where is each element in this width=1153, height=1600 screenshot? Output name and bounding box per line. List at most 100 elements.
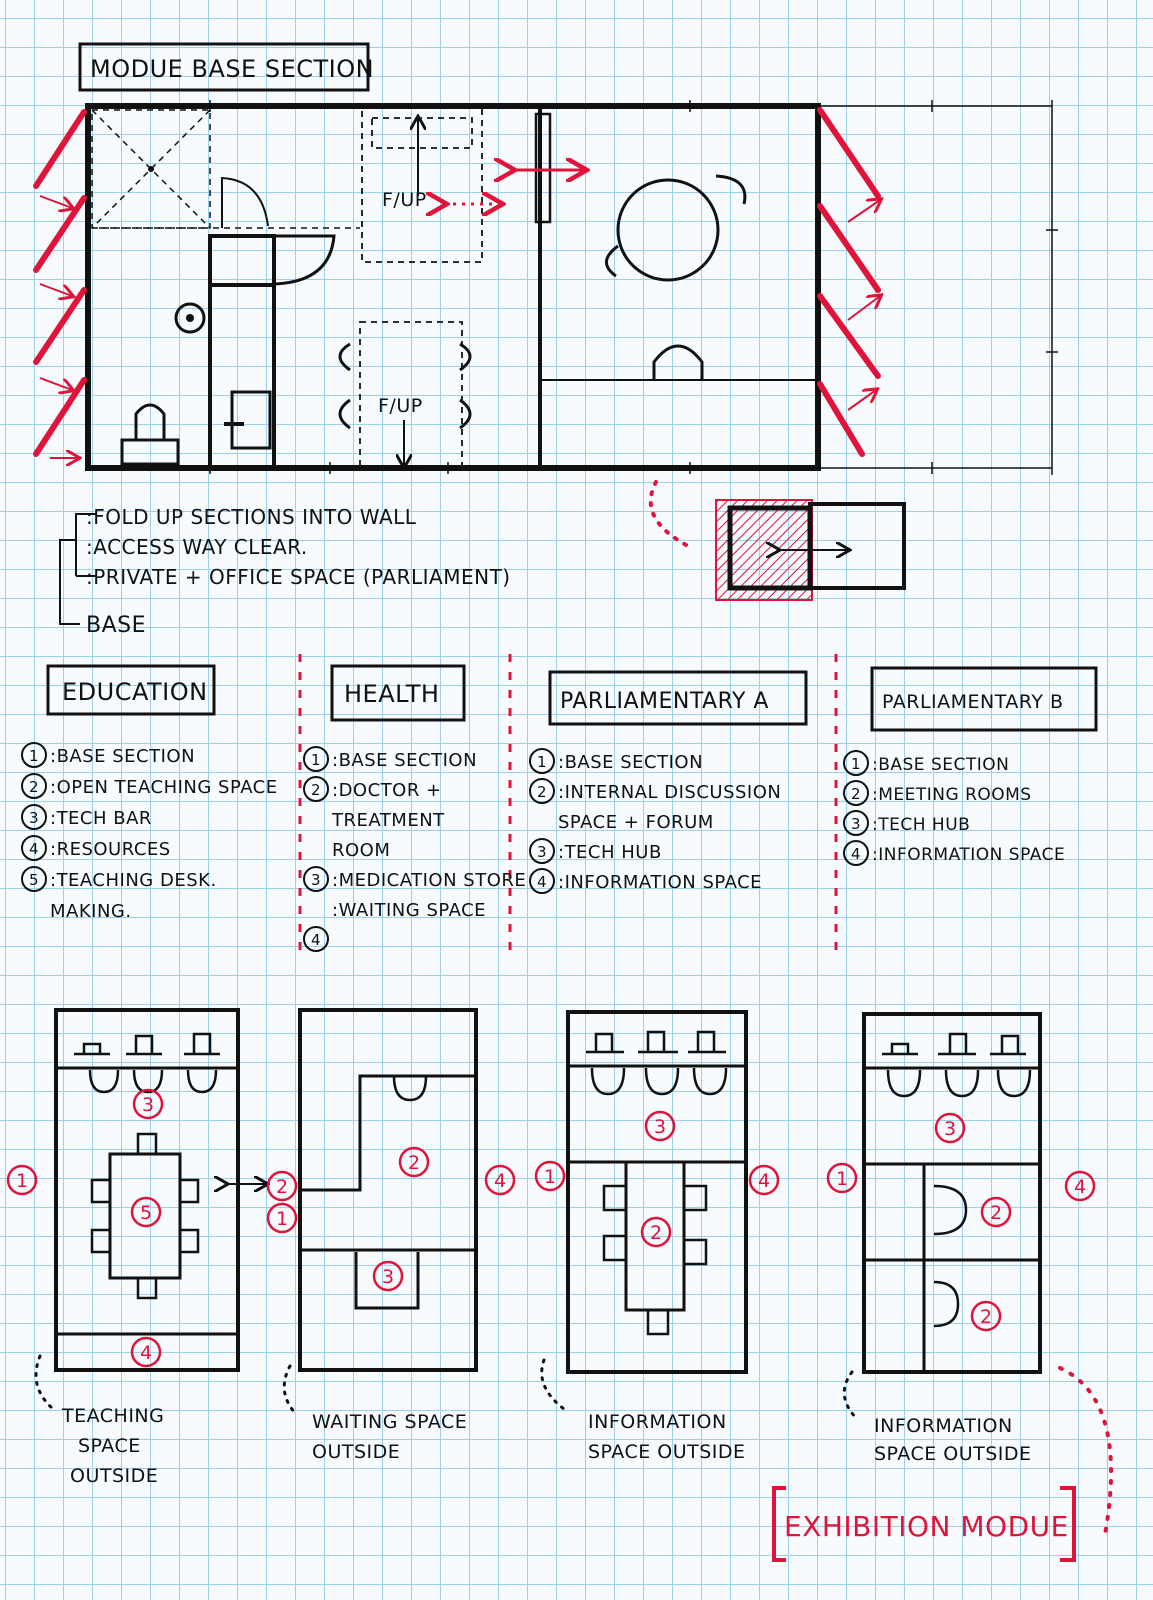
list-number: 2 <box>29 778 39 796</box>
list-number: 4 <box>851 845 861 863</box>
plan-number-circle <box>826 1162 858 1194</box>
list-item: :INFORMATION SPACE <box>872 845 1065 865</box>
list-number: 4 <box>29 840 39 858</box>
plan-number: 1 <box>276 1208 288 1230</box>
base-notes: :FOLD UP SECTIONS INTO WALL :ACCESS WAY … <box>59 505 511 638</box>
plan-number-circle <box>266 1202 298 1234</box>
plan-number: 4 <box>758 1170 770 1192</box>
plan-number-circle <box>644 1110 676 1142</box>
list-item: :DOCTOR + <box>332 780 442 801</box>
list-number-circle <box>21 742 47 768</box>
list-item: :RESOURCES <box>50 839 171 860</box>
base-note-1: :FOLD UP SECTIONS INTO WALL <box>86 505 417 529</box>
list-item: :BASE SECTION <box>332 750 477 771</box>
plan-number-circle <box>266 1170 298 1202</box>
module-title-education: EDUCATION <box>62 678 208 706</box>
list-item: :TECH HUB <box>558 842 662 863</box>
list-number: 4 <box>311 931 321 949</box>
list-number: 3 <box>537 843 547 861</box>
list-number: 3 <box>851 815 861 833</box>
footer-title: EXHIBITION MODUE <box>784 1510 1069 1543</box>
plan-number-circle <box>398 1146 430 1178</box>
module-title-health: HEALTH <box>344 680 439 708</box>
plan-number: 1 <box>836 1168 848 1190</box>
sheet-title: MODUE BASE SECTION <box>90 55 374 83</box>
plan-health <box>298 1008 478 1372</box>
plan-number: 1 <box>16 1170 28 1192</box>
list-item: :INTERNAL DISCUSSION <box>558 782 781 803</box>
base-note-2: :ACCESS WAY CLEAR. <box>86 535 308 559</box>
list-number-circle <box>303 746 329 772</box>
list-number-circle <box>21 866 47 892</box>
list-item: :TECH BAR <box>50 808 152 829</box>
plan-number: 2 <box>990 1202 1002 1224</box>
plan-parliamentary-b <box>862 1012 1042 1374</box>
outside-arrows <box>34 1354 860 1422</box>
plan-number: 3 <box>142 1094 154 1116</box>
plan-number: 2 <box>980 1306 992 1328</box>
footer-title-box: EXHIBITION MODUE <box>772 1486 1076 1562</box>
plan-number: 1 <box>544 1166 556 1188</box>
list-number-circle <box>843 840 869 866</box>
plan-number-circle <box>934 1112 966 1144</box>
plan-number: 2 <box>650 1222 662 1244</box>
outside-caption-line: TEACHING <box>61 1405 164 1427</box>
list-item: :MEETING ROOMS <box>872 785 1032 805</box>
outside-caption-line: SPACE OUTSIDE <box>588 1441 746 1463</box>
plan-number-circle <box>132 1088 164 1120</box>
base-note-3: :PRIVATE + OFFICE SPACE (PARLIAMENT) <box>86 565 511 589</box>
plan-number-circle <box>484 1164 516 1196</box>
plan-number-circle <box>6 1164 38 1196</box>
module-extension-diagram <box>648 480 906 601</box>
list-number-circle <box>303 926 329 952</box>
plan-number: 4 <box>1074 1176 1086 1198</box>
list-number-circle <box>529 868 555 894</box>
list-number-circle <box>843 750 869 776</box>
list-number-circle <box>303 776 329 802</box>
outside-caption-line: OUTSIDE <box>70 1465 158 1487</box>
list-number-circle <box>529 838 555 864</box>
list-item: :OPEN TEACHING SPACE <box>50 777 278 798</box>
outside-caption-line: SPACE <box>78 1435 141 1457</box>
plan-parliamentary-a <box>566 1010 748 1374</box>
list-number-circle <box>21 773 47 799</box>
list-item: MAKING. <box>50 901 132 922</box>
plan-number-circle <box>130 1196 162 1228</box>
list-item: TREATMENT <box>331 810 445 831</box>
list-item: :INFORMATION SPACE <box>558 872 762 893</box>
plan-number: 2 <box>276 1176 288 1198</box>
outside-caption-line: SPACE OUTSIDE <box>874 1443 1032 1465</box>
plan-number-circle <box>130 1336 162 1368</box>
module-lists: 1 :BASE SECTION 2 :OPEN TEACHING SPACE 3 :TEC… <box>21 742 1065 952</box>
outside-caption-line: OUTSIDE <box>312 1441 400 1463</box>
plan-number: 4 <box>140 1342 152 1364</box>
plan-number: 2 <box>408 1152 420 1174</box>
plan-number: 5 <box>140 1202 152 1224</box>
outside-caption-line: INFORMATION <box>874 1415 1013 1437</box>
outside-caption-line: WAITING SPACE <box>312 1411 467 1433</box>
plan-number: 4 <box>494 1170 506 1192</box>
plan-number-circle <box>1064 1170 1096 1202</box>
list-number: 3 <box>311 871 321 889</box>
list-item: ROOM <box>332 840 390 861</box>
plan-number: 3 <box>944 1118 956 1140</box>
module-parl-a-header: PARLIAMENTARY A <box>548 670 808 726</box>
module-parl-b-header: PARLIAMENTARY B <box>870 666 1098 732</box>
list-number: 2 <box>851 785 861 803</box>
fold-up-label-bed: F/UP <box>382 189 427 211</box>
list-number-circle <box>21 835 47 861</box>
outside-caption-line: INFORMATION <box>588 1411 727 1433</box>
list-number: 1 <box>537 753 547 771</box>
plan-number-circle <box>534 1160 566 1192</box>
plan-number-circle <box>970 1300 1002 1332</box>
base-arrow-label: BASE <box>86 613 146 638</box>
list-number: 5 <box>29 871 39 889</box>
list-item: :TECH HUB <box>872 815 970 835</box>
list-number: 1 <box>311 751 321 769</box>
sheet-title-box: MODUE BASE SECTION <box>78 42 374 92</box>
list-number-circle <box>303 866 329 892</box>
module-title-parliamentary-b: PARLIAMENTARY B <box>882 691 1064 713</box>
list-item: :WAITING SPACE <box>332 900 486 921</box>
